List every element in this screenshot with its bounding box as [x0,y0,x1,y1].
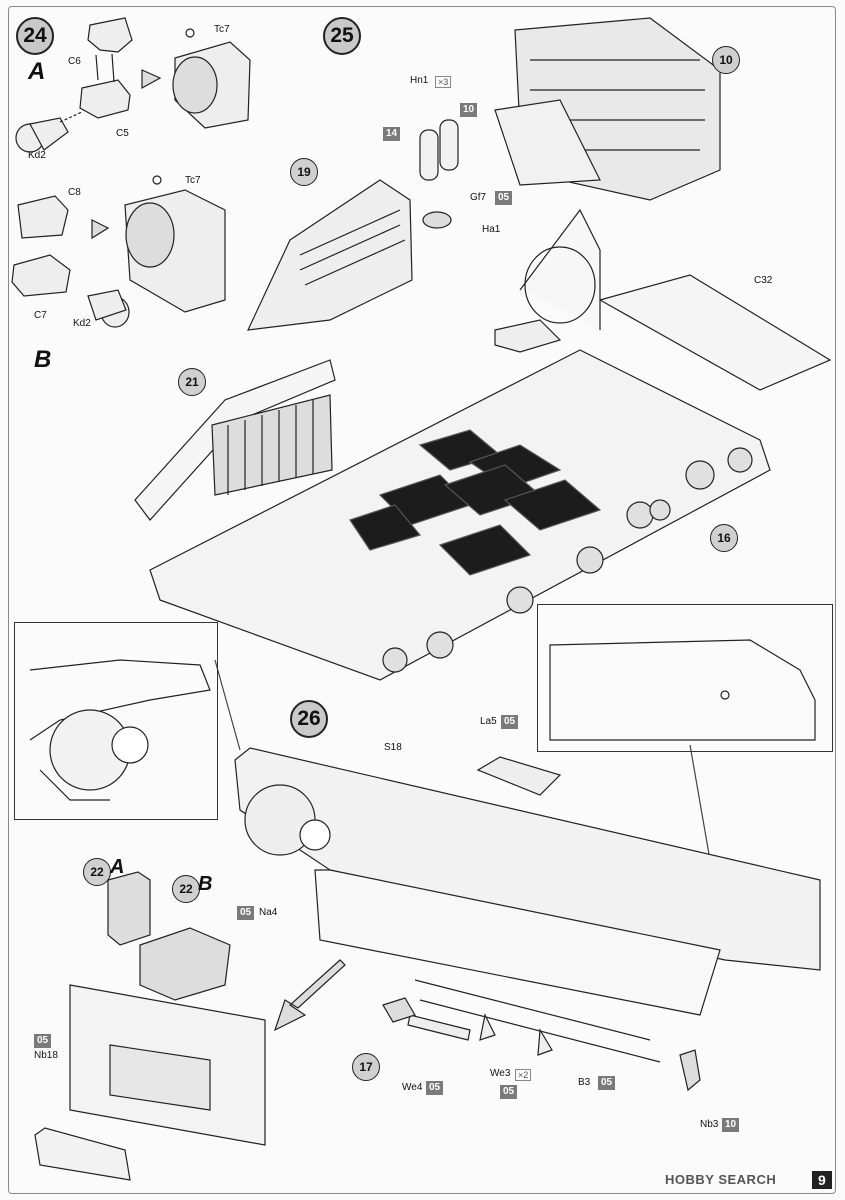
part-c5 [79,79,131,119]
label-na4: Na4 [259,907,278,918]
tag-we3: 05 [500,1085,518,1099]
tag-na4: 05 [237,906,255,920]
ref-19: 19 [290,158,318,186]
label-la5: La5 [480,716,497,727]
step-24-variant-a: A [28,58,46,85]
label-we3: We3 [490,1068,511,1079]
label-kd2-b: Kd2 [73,318,91,329]
page-frame [8,6,836,1194]
label-tc7-a: Tc7 [214,24,230,35]
tag-nb3: 10 [722,1118,740,1132]
ref-22a-variant: A [110,856,125,878]
label-ha1: Ha1 [482,224,501,235]
part-c32 [598,274,832,391]
tag-14: 14 [383,127,401,141]
qty-we3: ×2 [515,1069,532,1081]
label-c32: C32 [754,275,773,286]
label-nb18: Nb18 [34,1050,58,1061]
part-hn1-bottle-2 [439,119,459,171]
label-c5: C5 [116,128,129,139]
label-kd2-a: Kd2 [28,150,46,161]
label-b3: B3 [578,1077,591,1088]
subassembly-21 [134,359,336,521]
ref-22a: 22 [83,858,111,886]
inset-detail-left [14,622,218,820]
label-we4: We4 [402,1082,423,1093]
ref-22b-variant: B [198,873,213,895]
hull-floor [149,349,771,681]
label-c6: C6 [68,56,81,67]
part-22b-box [139,927,231,1001]
step-26-badge: 26 [290,700,328,738]
panel-na4 [314,869,721,1016]
part-c8 [17,195,69,239]
label-nb3: Nb3 [700,1119,719,1130]
ref-22b: 22 [172,875,200,903]
part-la5 [476,756,562,796]
ref-21: 21 [178,368,206,396]
label-gf7: Gf7 [470,192,487,203]
part-c7 [11,254,71,297]
ref-17: 17 [352,1053,380,1081]
label-hn1: Hn1 [410,75,429,86]
part-ha1 [494,319,562,353]
tag-b3: 05 [598,1076,616,1090]
tag-gf7: 05 [495,191,513,205]
footer-watermark: HOBBY SEARCH [665,1172,777,1187]
tag-we4: 05 [426,1081,444,1095]
page-number: 9 [812,1171,832,1189]
road-wheels [382,447,753,673]
step-24-badge: 24 [16,17,54,55]
part-nb18 [34,1127,131,1181]
inset-detail-right [537,604,833,752]
ref-16: 16 [710,524,738,552]
tag-nb18: 05 [34,1034,52,1048]
label-c8: C8 [68,187,81,198]
tag-10: 10 [460,103,478,117]
part-22a-box [107,871,151,946]
step-25-badge: 25 [323,17,361,55]
step-24-variant-b: B [34,346,52,373]
label-c7: C7 [34,310,47,321]
part-c6 [87,17,133,53]
subassembly-19 [246,179,413,331]
qty-hn1: ×3 [435,76,452,88]
floor-armor-plates [349,429,602,576]
ammo-rack [211,394,333,496]
label-s18: S18 [384,742,402,753]
label-tc7-b: Tc7 [185,175,201,186]
ref-10: 10 [712,46,740,74]
part-hn1-bottle-1 [419,129,439,181]
tag-la5: 05 [501,715,519,729]
